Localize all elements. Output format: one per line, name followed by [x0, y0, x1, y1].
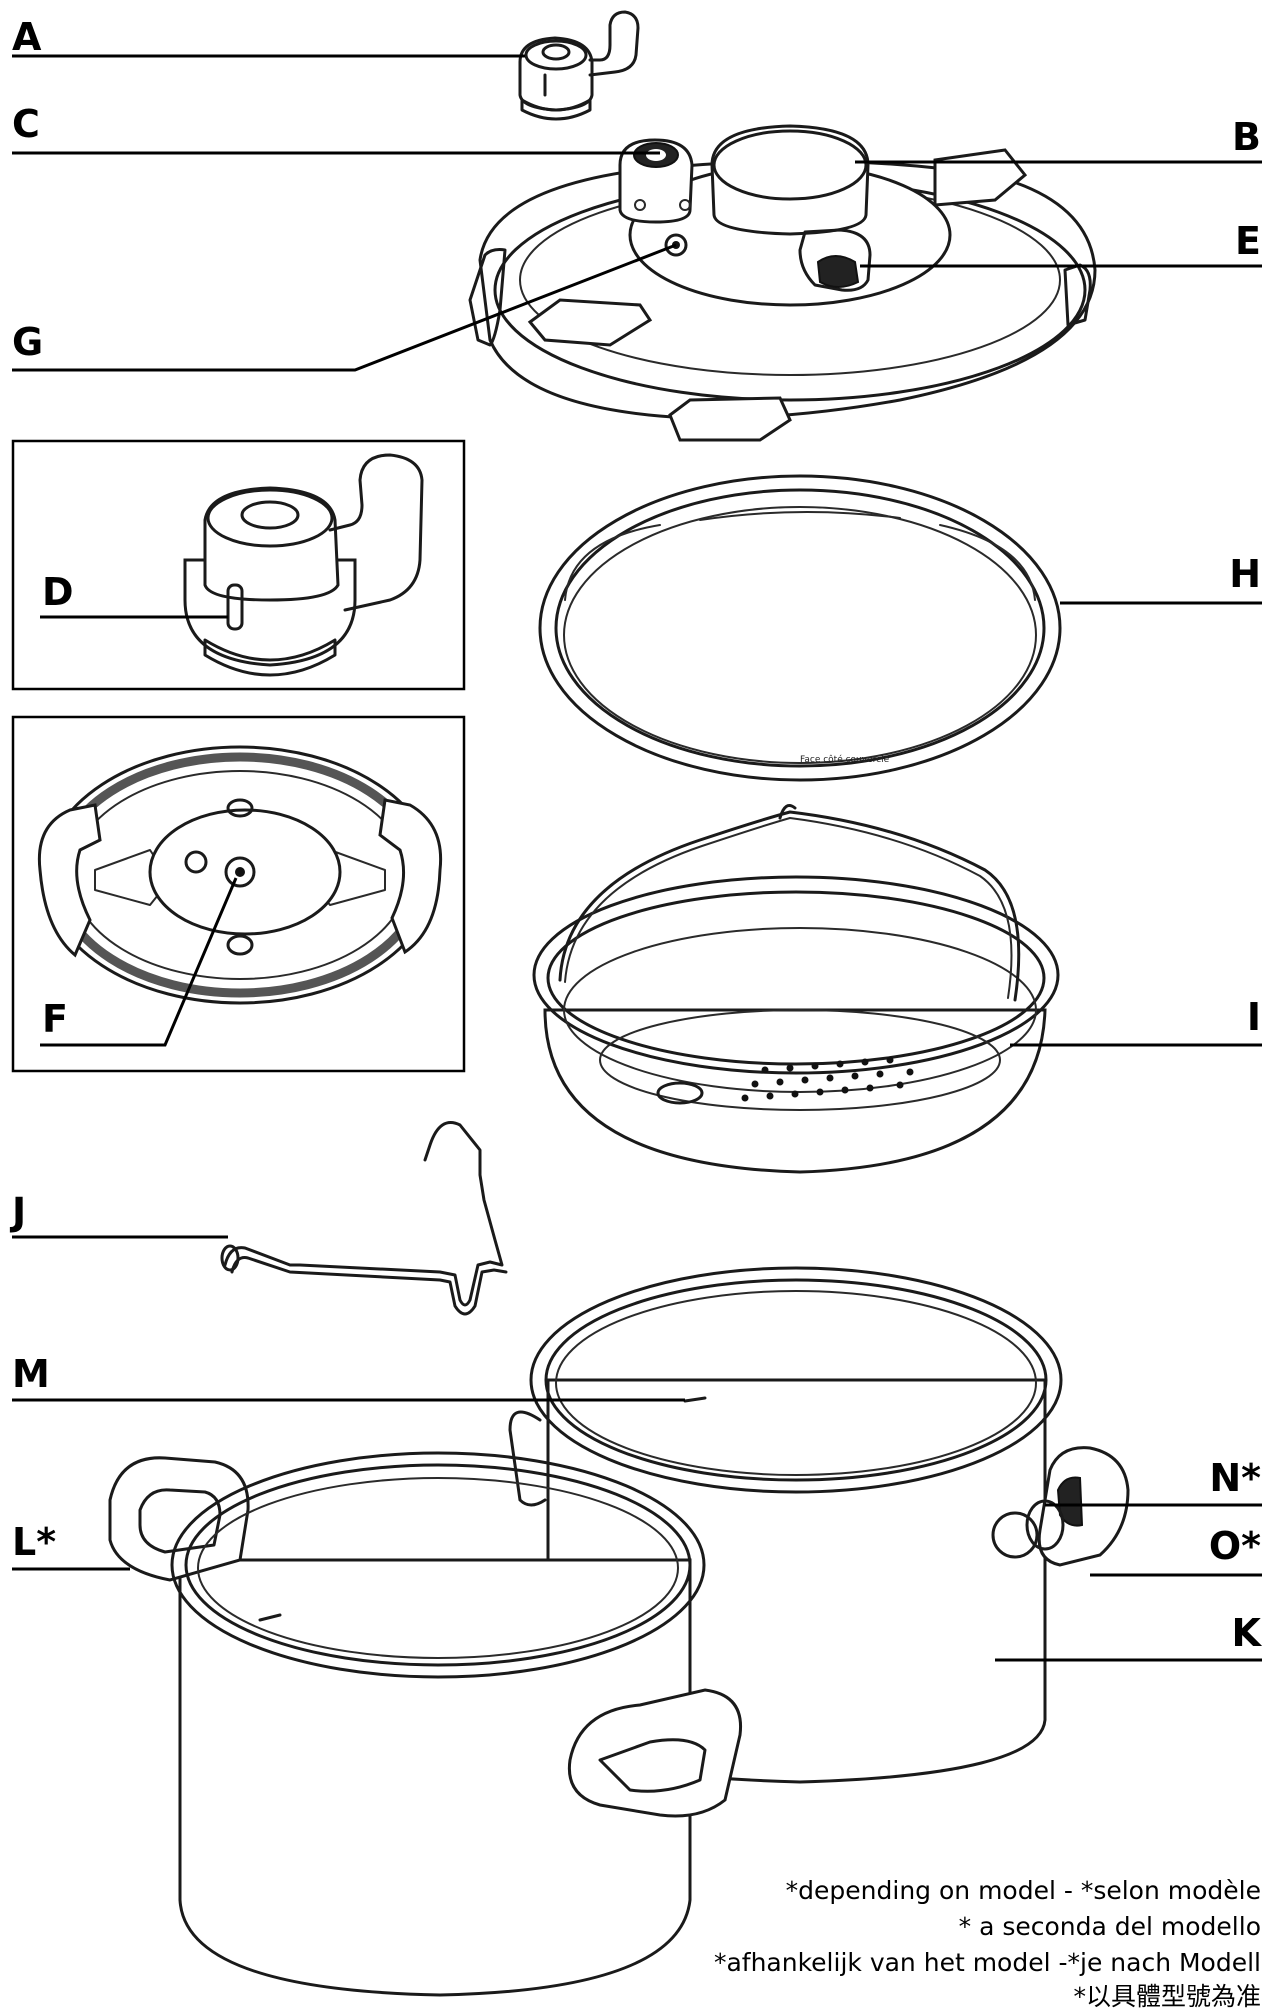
footnote-line-3: *afhankelijk van het model -*je nach Mod… — [713, 1948, 1261, 1977]
steam-holes — [741, 1056, 914, 1102]
gasket-face-text: Face côté couvercle — [800, 754, 890, 765]
label-j: J — [12, 1190, 27, 1234]
footnote-line-4: *以具體型號為准 — [1073, 1982, 1261, 2011]
steam-basket — [532, 804, 1060, 1174]
label-f: F — [42, 997, 68, 1041]
label-m: M — [12, 1352, 50, 1396]
label-g: G — [12, 320, 44, 364]
sealing-gasket — [538, 474, 1062, 782]
label-d: D — [42, 570, 74, 614]
footnote-line-2: * a seconda del modello — [958, 1912, 1261, 1941]
detail-panel-d — [11, 439, 466, 691]
detail-panel-f — [11, 715, 466, 1073]
operating-valve-small — [518, 10, 640, 121]
label-l: L* — [12, 1520, 57, 1564]
saucepan — [108, 1451, 743, 1997]
label-n: N* — [1209, 1456, 1261, 1500]
label-e: E — [1235, 219, 1261, 263]
label-a: A — [12, 15, 42, 59]
operating-valve-detail — [183, 453, 424, 677]
leader-lines — [12, 54, 1262, 1662]
label-c: C — [12, 102, 40, 146]
label-i: I — [1246, 995, 1261, 1039]
lid-assembly — [468, 124, 1097, 442]
label-k: K — [1231, 1611, 1261, 1655]
footnote-line-1: *depending on model - *selon modèle — [785, 1876, 1261, 1905]
lid-underside — [37, 745, 443, 1005]
trivet — [220, 1121, 508, 1316]
label-h: H — [1229, 552, 1261, 596]
label-b: B — [1232, 115, 1261, 159]
label-o: O* — [1208, 1524, 1261, 1568]
